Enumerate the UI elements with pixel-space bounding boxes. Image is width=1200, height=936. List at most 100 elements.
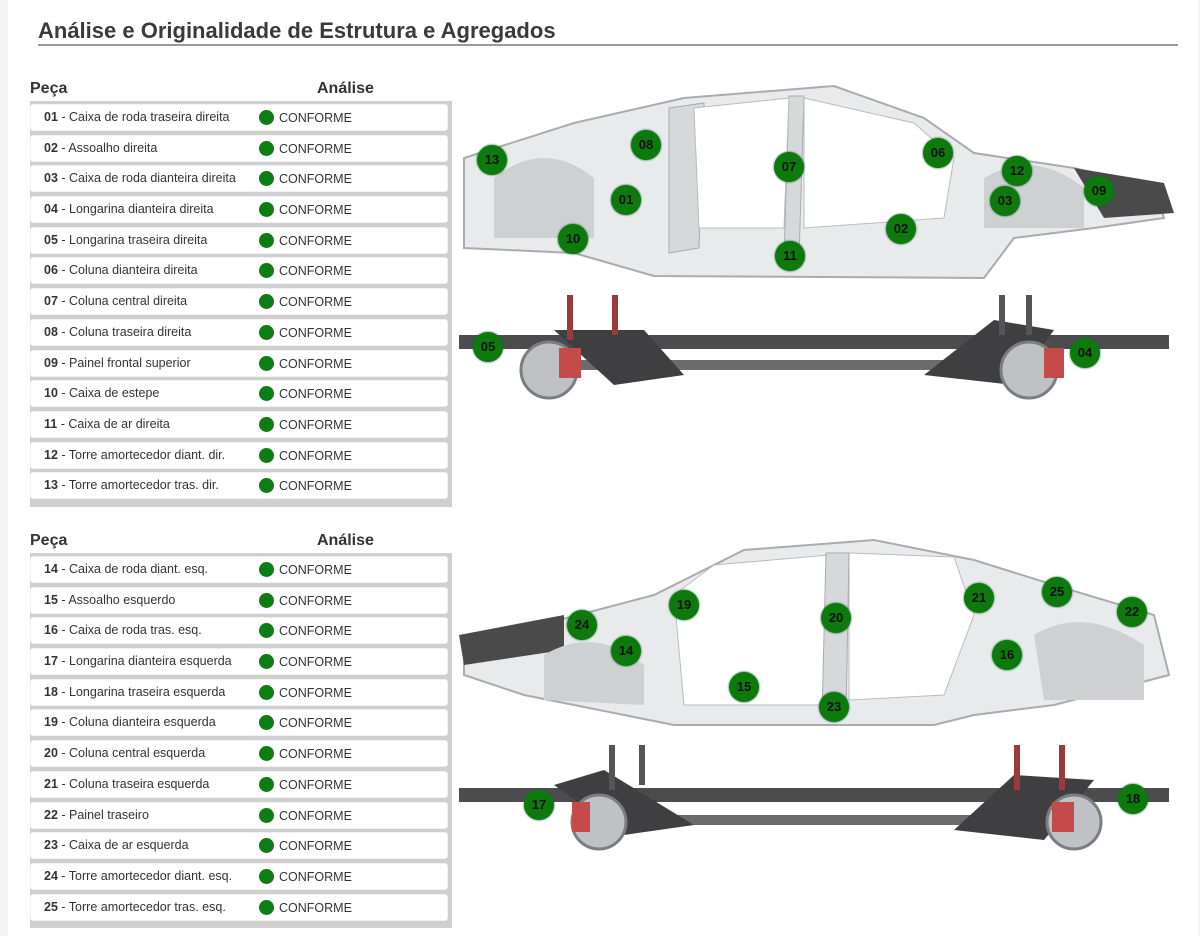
status-dot-icon — [259, 232, 274, 248]
part-number: 06 — [44, 263, 58, 278]
part-number: 08 — [44, 324, 58, 339]
marker-22: 22 — [1117, 597, 1147, 627]
separator: - — [57, 562, 70, 576]
part-name: Painel traseiro — [69, 807, 149, 822]
part-label: 03 - Caixa de roda dianteira direita — [44, 171, 236, 185]
status-text: CONFORME — [279, 716, 352, 731]
separator: - — [57, 899, 69, 914]
status-dot-icon — [259, 899, 274, 915]
part-name: Torre amortecedor diant. dir. — [68, 447, 226, 462]
part-label: 09 - Painel frontal superior — [44, 356, 191, 370]
part-label: 08 - Coluna traseira direita — [44, 325, 191, 339]
part-label: 12 - Torre amortecedor diant. dir. — [44, 448, 225, 462]
status-dot-icon — [259, 684, 274, 700]
status-dot-icon — [259, 776, 274, 792]
table-row: 12 - Torre amortecedor diant. dir. CONFOR… — [30, 441, 448, 469]
part-number: 13 — [44, 478, 58, 493]
marker-18: 18 — [1118, 784, 1148, 814]
status-text: CONFORME — [279, 593, 352, 608]
part-number: 04 — [44, 202, 58, 217]
marker-05: 05 — [473, 332, 503, 362]
marker-14: 14 — [611, 636, 641, 666]
status-text: CONFORME — [279, 172, 352, 187]
status-text: CONFORME — [279, 295, 352, 310]
marker-09: 09 — [1084, 176, 1114, 206]
table-row: 14 - Caixa de roda diant. esq.CONFORME — [30, 556, 448, 583]
part-label: 23 - Caixa de ar esquerda — [44, 838, 189, 852]
table-row: 24 - Torre amortecedor diant. esq. CONFOR… — [30, 862, 448, 890]
marker-01: 01 — [611, 185, 641, 215]
part-name: Coluna traseira direita — [69, 324, 192, 339]
table-row: 06 - Coluna dianteira direita CONFORME — [30, 257, 448, 285]
marker-11: 11 — [775, 241, 805, 271]
status-text: CONFORME — [279, 869, 352, 884]
status-text: CONFORME — [279, 747, 352, 762]
status-text: CONFORME — [279, 624, 352, 639]
separator: - — [57, 838, 70, 853]
part-name: Coluna central esquerda — [69, 746, 206, 761]
part-label: 11 - Caixa de ar direita — [44, 417, 170, 431]
status-text: CONFORME — [279, 233, 352, 248]
separator: - — [57, 868, 69, 883]
status-text: CONFORME — [279, 264, 352, 279]
part-label: 04 - Longarina dianteira direita — [44, 202, 214, 216]
part-label: 20 - Coluna central esquerda — [44, 746, 205, 760]
part-label: 10 - Caixa de estepe — [44, 386, 159, 400]
separator: - — [57, 478, 69, 493]
part-name: Torre amortecedor diant. esq. — [68, 868, 233, 883]
separator: - — [57, 592, 69, 607]
chassis-left-illustration — [459, 745, 1169, 851]
analysis-header-2: Análise — [317, 532, 374, 549]
part-number: 19 — [44, 715, 58, 730]
separator: - — [57, 171, 70, 186]
status-dot-icon — [259, 715, 274, 731]
status-dot-icon — [259, 447, 274, 463]
status-text: CONFORME — [279, 479, 352, 494]
marker-25: 25 — [1042, 577, 1072, 607]
part-label: 13 - Torre amortecedor tras. dir. — [44, 478, 219, 492]
part-header-2: Peça — [30, 532, 68, 549]
part-name: Coluna central direita — [69, 294, 188, 309]
report-page: Análise e Originalidade de Estrutura e A… — [8, 0, 1198, 936]
part-name: Caixa de roda traseira direita — [69, 110, 230, 124]
status-text: CONFORME — [279, 387, 352, 402]
part-name: Painel frontal superior — [69, 355, 191, 370]
part-label: 06 - Coluna dianteira direita — [44, 263, 198, 277]
status-dot-icon — [259, 868, 274, 884]
status-dot-icon — [259, 562, 274, 577]
part-number: 02 — [44, 140, 58, 155]
chassis-right-illustration — [459, 295, 1169, 400]
part-label: 17 - Longarina dianteira esquerda — [44, 654, 232, 668]
part-label: 02 - Assoalho direita — [44, 141, 157, 155]
separator: - — [57, 416, 69, 431]
part-number: 24 — [44, 868, 58, 883]
part-name: Caixa de roda tras. esq. — [69, 623, 202, 638]
status-dot-icon — [259, 171, 274, 187]
part-number: 20 — [44, 746, 58, 761]
status-text: CONFORME — [279, 141, 352, 156]
table-row: 03 - Caixa de roda dianteira direita CONF… — [30, 165, 448, 193]
car-body-left-illustration — [459, 538, 1171, 726]
status-dot-icon — [259, 294, 274, 310]
separator: - — [57, 746, 70, 761]
status-text: CONFORME — [279, 448, 352, 463]
part-name: Longarina traseira direita — [69, 232, 208, 247]
part-name: Torre amortecedor tras. esq. — [68, 899, 226, 914]
part-label: 18 - Longarina traseira esquerda — [44, 685, 225, 699]
car-body-right-illustration — [463, 84, 1174, 280]
status-text: CONFORME — [279, 900, 352, 915]
part-name: Assoalho direita — [68, 140, 158, 155]
separator: - — [57, 386, 70, 401]
part-number: 09 — [44, 355, 58, 370]
status-dot-icon — [259, 623, 274, 639]
separator: - — [57, 355, 70, 370]
separator: - — [57, 623, 70, 638]
